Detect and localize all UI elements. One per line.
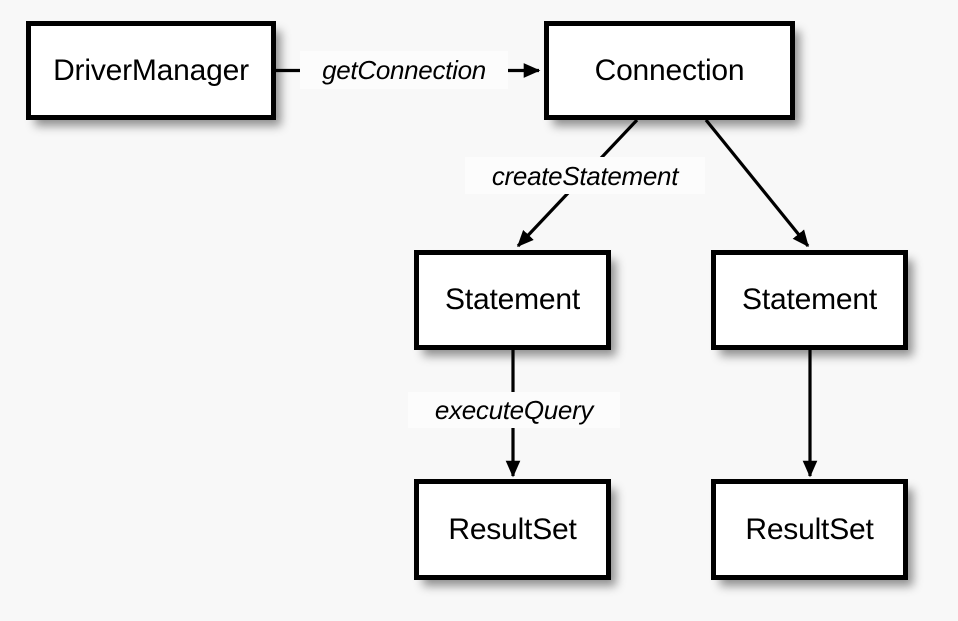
node-statement-left-label: Statement xyxy=(445,283,580,316)
node-driver-manager-label: DriverManager xyxy=(53,53,249,87)
node-statement-left[interactable]: Statement xyxy=(414,250,611,350)
node-resultset-right[interactable]: ResultSet xyxy=(711,479,908,580)
node-connection-label: Connection xyxy=(594,53,745,87)
node-statement-right[interactable]: Statement xyxy=(711,250,908,350)
edge-connection-statement-2-line xyxy=(704,118,810,248)
node-driver-manager[interactable]: DriverManager xyxy=(26,21,276,120)
node-resultset-left-label: ResultSet xyxy=(448,512,577,546)
edge-label-execute-query: executeQuery xyxy=(408,392,620,428)
node-connection[interactable]: Connection xyxy=(544,21,795,120)
edge-label-create-statement: createStatement xyxy=(465,157,705,194)
node-statement-right-label: Statement xyxy=(742,283,877,316)
node-resultset-right-label: ResultSet xyxy=(745,512,874,546)
node-resultset-left[interactable]: ResultSet xyxy=(414,479,611,580)
edge-label-get-connection: getConnection xyxy=(300,51,508,89)
